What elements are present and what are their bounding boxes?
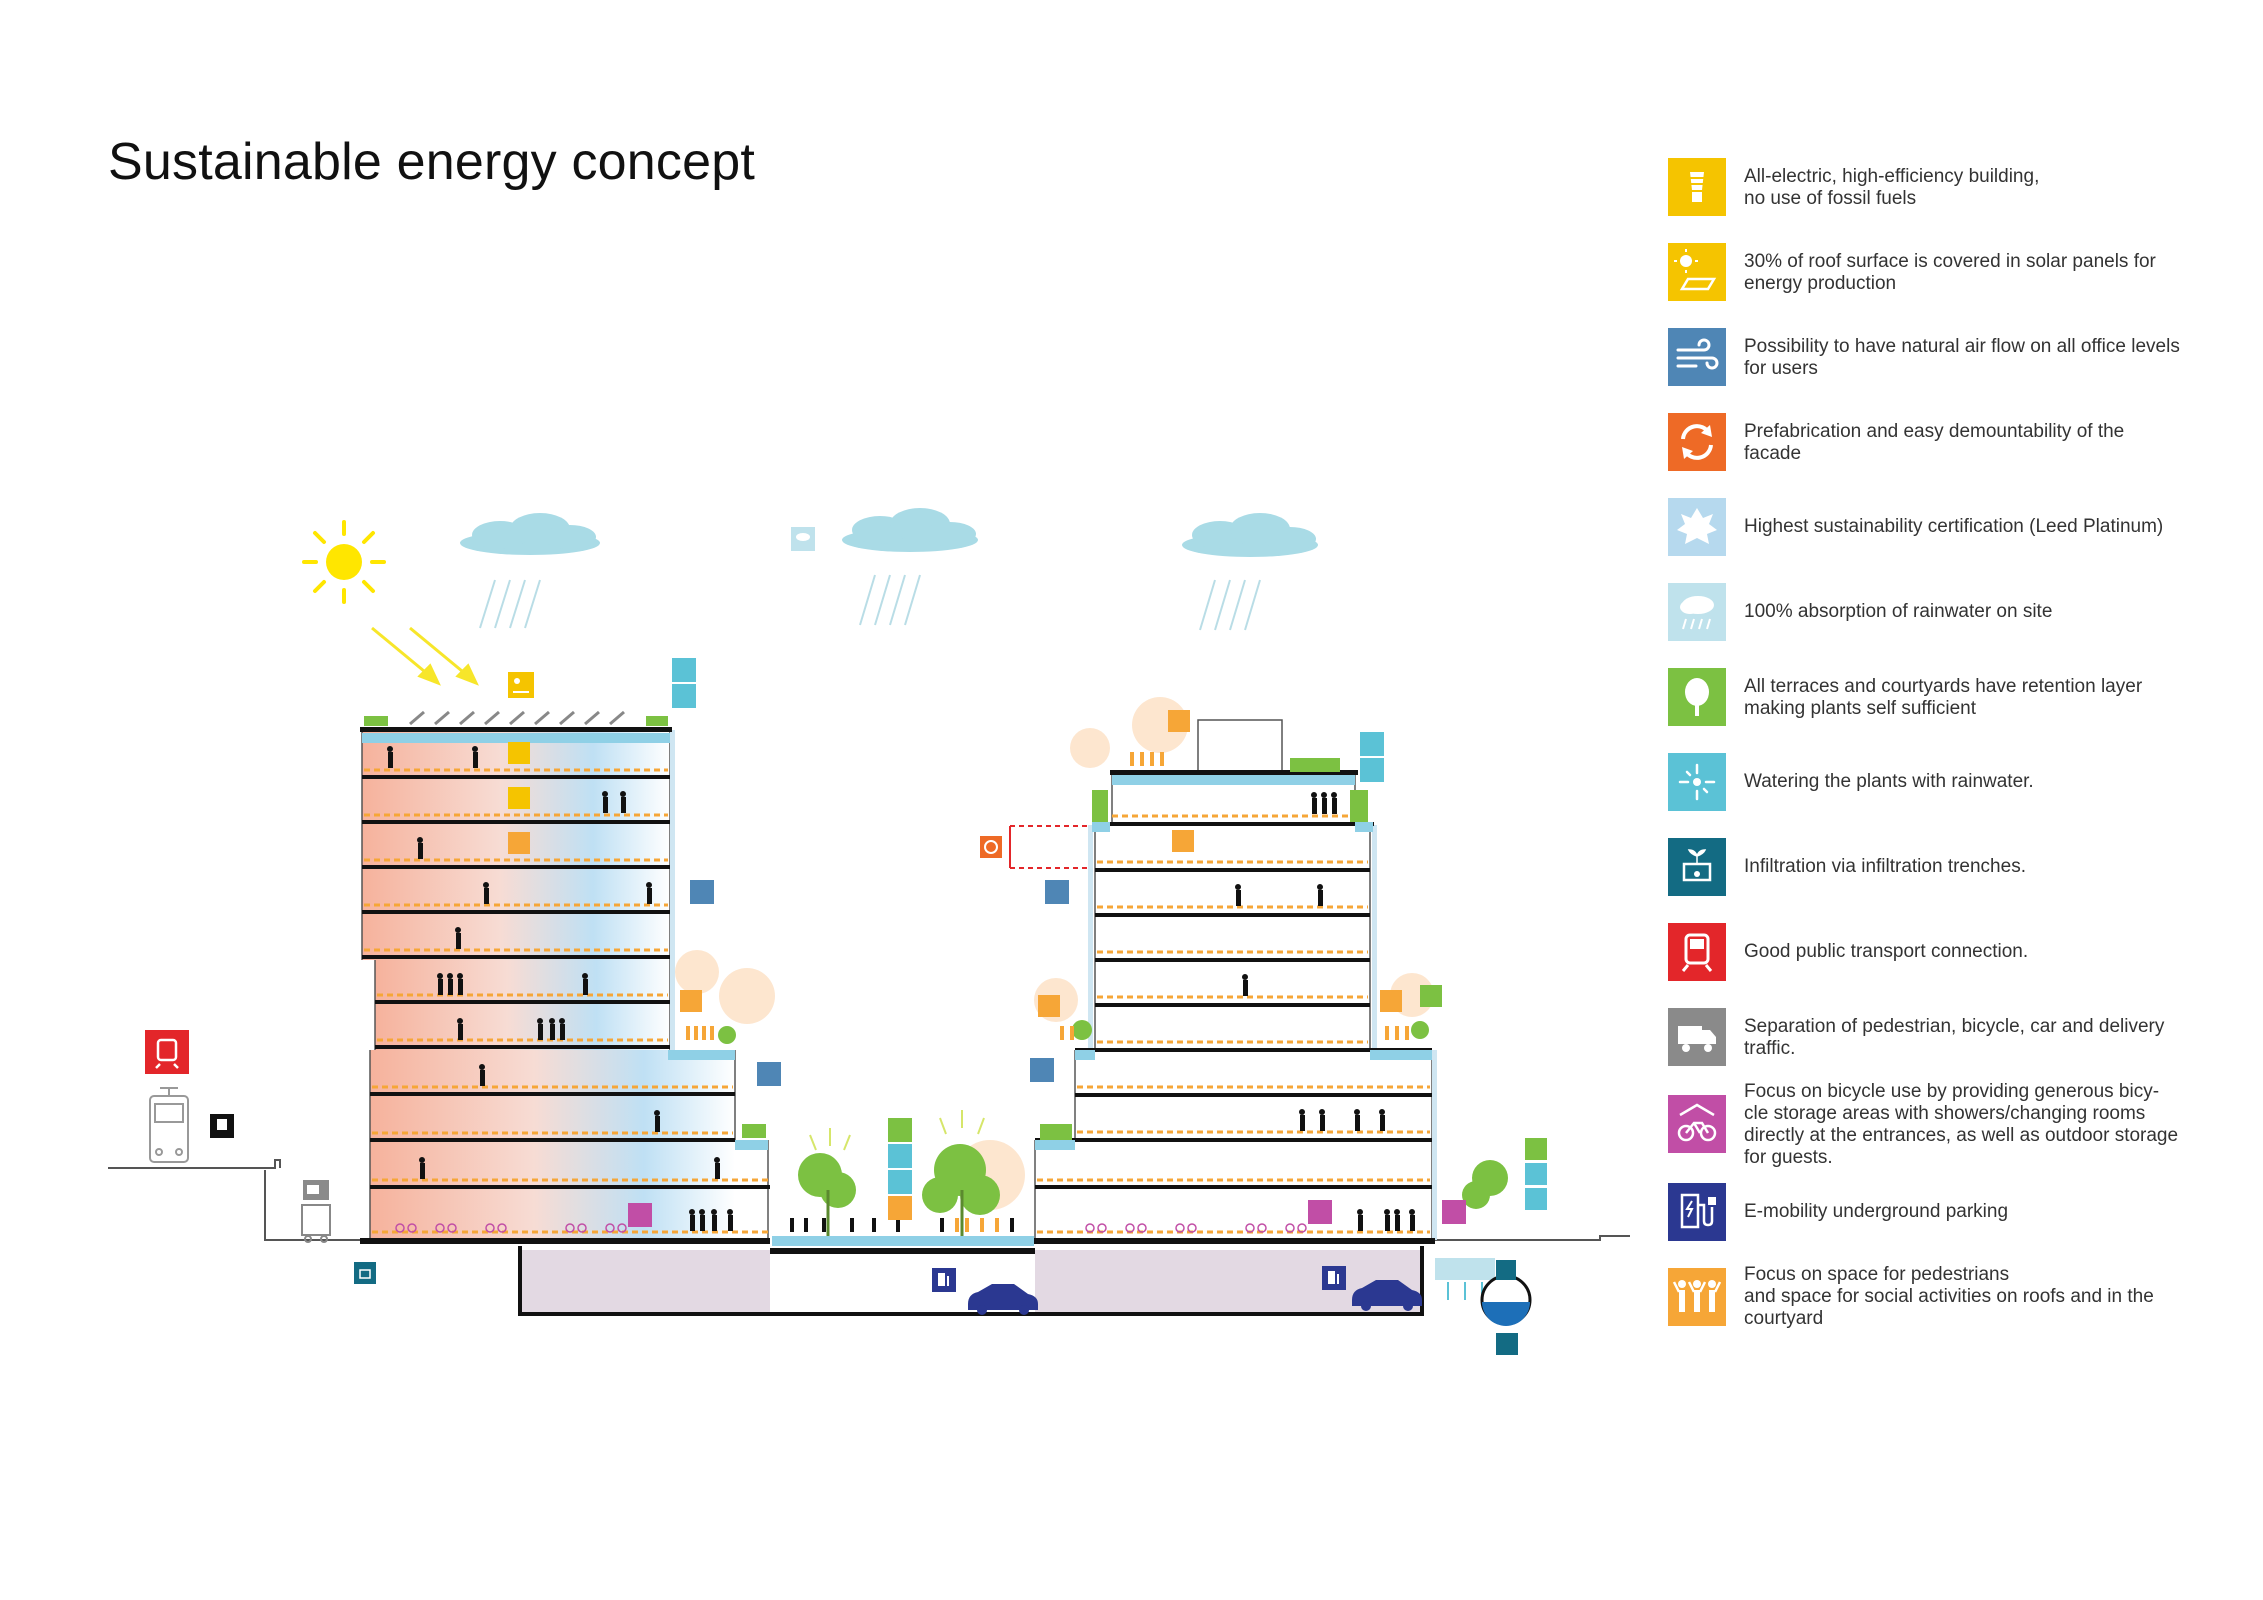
legend-text: Focus on bicycle use by providing genero… xyxy=(1744,1081,2179,1168)
legend-text: Highest sustainability certification (Le… xyxy=(1744,516,2164,537)
legend-text: Prefabrication and easy demountability o… xyxy=(1744,421,2125,464)
ev-charger-badge xyxy=(932,1268,956,1292)
people-icon xyxy=(1668,1268,1726,1326)
social-people-orange xyxy=(686,752,1409,1232)
delivery-truck-icon xyxy=(301,1204,331,1243)
car-icon xyxy=(968,1284,1038,1315)
infiltration-icon xyxy=(1668,838,1726,896)
underground-outline xyxy=(518,1246,1424,1316)
right-building xyxy=(1030,719,1437,1244)
sun-icon xyxy=(302,520,386,604)
tram-icon xyxy=(149,1087,189,1163)
solar-panel-badge xyxy=(508,672,534,698)
water-drop-badges xyxy=(672,658,1547,1220)
cloud-middle xyxy=(842,508,978,552)
bicycle-parking xyxy=(395,1223,1307,1233)
building-section-diagram xyxy=(108,508,1630,1355)
people-silhouettes xyxy=(387,746,1415,1232)
rain-right xyxy=(1199,579,1261,631)
car-icon xyxy=(1352,1280,1422,1311)
delivery-truck-icon xyxy=(1668,1008,1726,1066)
courtyard-slab xyxy=(770,1248,1035,1254)
wind-icon xyxy=(1668,328,1726,386)
legend-text: Watering the plants with rainwater. xyxy=(1744,771,2034,792)
bicycle-icon xyxy=(1668,1095,1726,1153)
lightbulb-badge xyxy=(508,742,530,809)
courtyard xyxy=(772,1110,1034,1246)
recycle-icon xyxy=(1668,413,1726,471)
watering-icon xyxy=(1668,753,1726,811)
legend-text: 100% absorption of rainwater on site xyxy=(1744,601,2053,622)
cloud-left xyxy=(460,513,600,555)
bicycle-badges xyxy=(628,1200,1466,1227)
leaf-certificate-icon xyxy=(1668,498,1726,556)
legend-text: Good public transport connection. xyxy=(1744,941,2029,962)
cloud-right xyxy=(1182,513,1318,557)
ev-charger-icon xyxy=(1668,1183,1726,1241)
thermometer-badge xyxy=(508,830,1194,854)
legend-text: E-mobility underground parking xyxy=(1744,1201,2009,1222)
page-title: Sustainable energy concept xyxy=(108,133,755,191)
infiltration-trench xyxy=(1435,1258,1532,1355)
metro-badge xyxy=(210,1114,234,1138)
rain-middle xyxy=(859,574,921,626)
rain-cloud-badge xyxy=(791,527,815,551)
recycle-badge xyxy=(980,825,1090,869)
legend-text: All-electric, high-efficiency building, … xyxy=(1744,166,2040,209)
rain-cloud-icon xyxy=(1668,583,1726,641)
people-badges xyxy=(680,710,1402,1017)
delivery-truck-badge xyxy=(303,1180,329,1200)
train-badge xyxy=(145,1030,189,1074)
legend: All-electric, high-efficiency building, … xyxy=(1668,0,2228,1600)
infiltration-badge xyxy=(354,1262,376,1284)
ground-line xyxy=(108,1159,1630,1241)
underground-parking-left xyxy=(520,1250,770,1312)
lightbulb-icon xyxy=(1668,158,1726,216)
tree-icon xyxy=(1668,668,1726,726)
sun-ray-arrows xyxy=(371,626,479,686)
legend-text: Focus on space for pedestrians and space… xyxy=(1744,1264,2154,1329)
legend-text: Possibility to have natural air flow on … xyxy=(1744,336,2180,379)
solar-panel-icon xyxy=(1668,243,1726,301)
legend-text: Infiltration via infiltration trenches. xyxy=(1744,856,2026,877)
train-icon xyxy=(1668,923,1726,981)
ev-charger-badge xyxy=(1322,1266,1346,1290)
legend-text: All terraces and courtyards have retenti… xyxy=(1744,676,2143,719)
legend-text: 30% of roof surface is covered in solar … xyxy=(1744,251,2156,294)
rain-left xyxy=(479,579,541,629)
legend-text: Separation of pedestrian, bicycle, car a… xyxy=(1744,1016,2165,1059)
wind-badges xyxy=(690,880,1069,1086)
